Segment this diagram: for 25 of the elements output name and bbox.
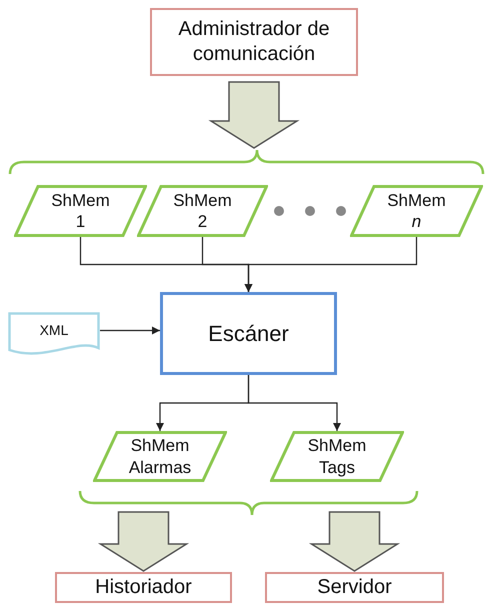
terminal-box [150,8,358,76]
node-label: XML [38,322,70,340]
block-arrow [208,81,300,149]
node-label: ShMem Alarmas [128,435,192,478]
node-label: Administrador de comunicación [177,17,331,67]
node-label: Escáner [207,320,290,348]
data-parallelogram [137,185,268,237]
node-label: ShMem 1 [50,190,111,232]
terminal-box [265,572,444,603]
node-label: Historiador [94,575,193,600]
data-parallelogram [14,185,147,237]
block-arrow [98,511,190,572]
node-label: Servidor [316,575,393,600]
node-label: ShMem 2 [172,190,233,232]
data-parallelogram [93,431,227,482]
block-arrow [308,511,400,572]
data-parallelogram [270,431,404,482]
node-label: ShMem n [386,190,447,232]
data-parallelogram [350,185,483,237]
process-box [160,292,337,375]
node-label: ShMem Tags [306,435,368,478]
arrow [244,237,418,292]
arrow [100,326,160,334]
arrow [248,375,341,431]
terminal-box [55,572,232,603]
